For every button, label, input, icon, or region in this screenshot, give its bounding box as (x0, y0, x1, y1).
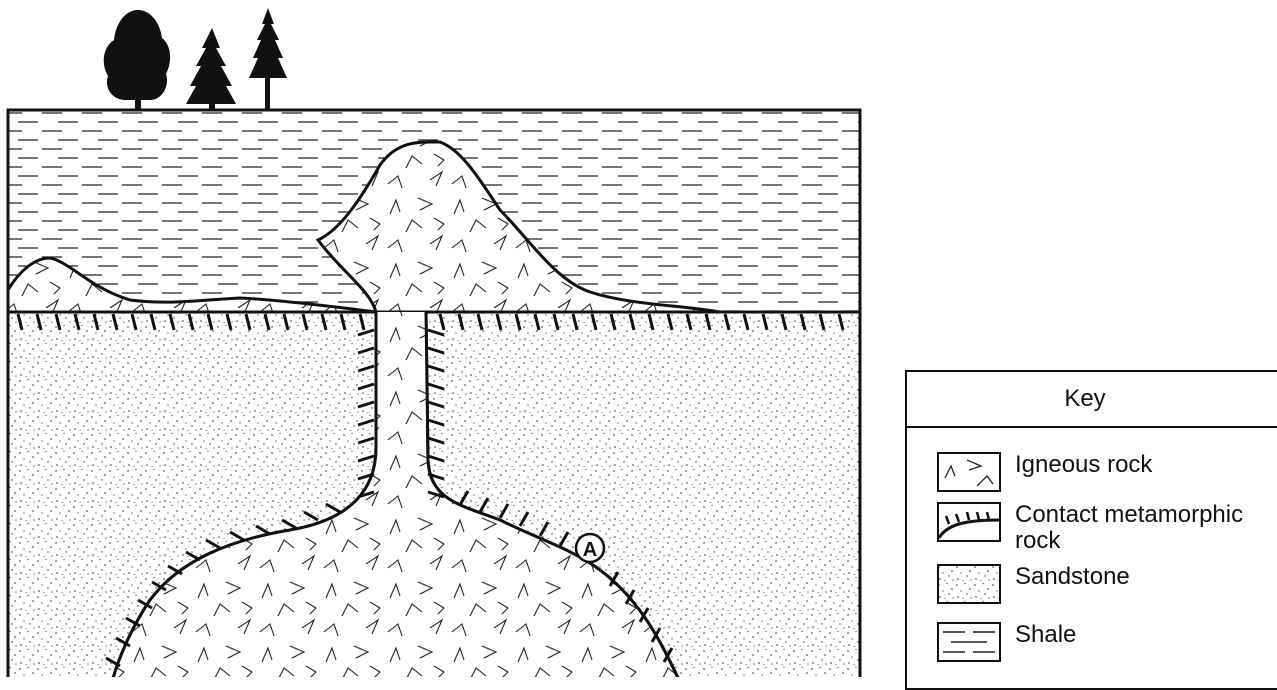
key-label-shale: Shale (1015, 622, 1255, 648)
shale-icon (937, 622, 1001, 662)
pine-tree-icon (249, 8, 287, 110)
key-title: Key (907, 372, 1277, 428)
key-item-contact-metamorphic: Contact metamorphic rock (937, 502, 1255, 554)
key-label-igneous: Igneous rock (1015, 452, 1255, 478)
sandstone-icon (937, 564, 1001, 604)
deciduous-tree-icon (104, 10, 170, 110)
point-a-marker: A (576, 534, 604, 562)
key-label-contact-metamorphic: Contact metamorphic rock (1015, 502, 1255, 554)
legend-key: Key Igneous rock Contact metamorphic roc… (905, 370, 1277, 690)
point-a-label: A (583, 539, 597, 561)
key-item-igneous: Igneous rock (937, 452, 1255, 492)
key-item-shale: Shale (937, 622, 1255, 662)
igneous-rock-icon (937, 452, 1001, 492)
key-item-sandstone: Sandstone (937, 564, 1255, 604)
key-label-sandstone: Sandstone (1015, 564, 1255, 590)
evergreen-tree-icon (186, 28, 236, 110)
contact-metamorphic-icon (937, 502, 1001, 542)
